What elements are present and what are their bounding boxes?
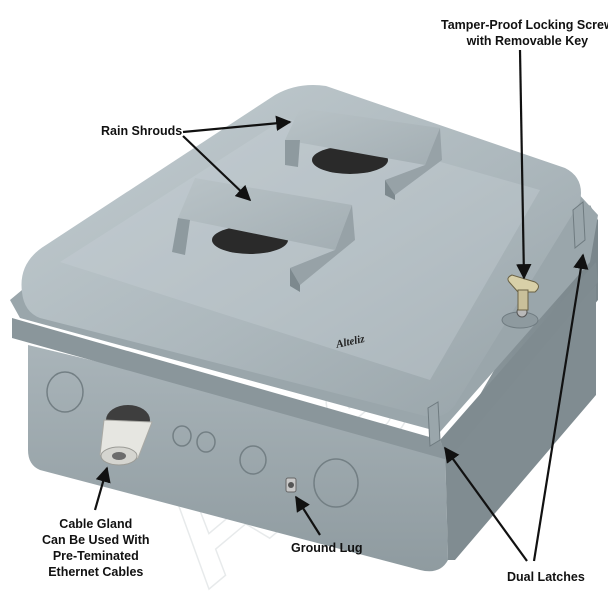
rain-shroud-back [285,108,442,200]
label-rain-shrouds: Rain Shrouds [101,124,183,138]
enclosure-base [28,345,448,572]
rain-shroud-front [172,178,355,292]
arrow-icon [182,135,252,202]
ground-lug [285,477,297,493]
callout-arrows [93,49,589,562]
arrow-icon [93,466,111,511]
key-icon [507,274,539,311]
label-cable-gland: Cable Gland Can Be Used With Pre-Teminat… [42,517,150,579]
label-dual-latches: Dual Latches [507,570,585,584]
cable-gland [99,405,153,466]
label-tamper-proof-screw: Tamper-Proof Locking Screw with Removabl… [441,18,608,48]
label-ground-lug: Ground Lug [291,541,363,555]
enclosure-base-side [445,285,596,560]
arrow-icon [295,495,321,536]
arrow-icon [532,253,589,562]
arrow-icon [444,446,528,562]
arrow-icon [516,49,532,280]
arrow-icon [182,115,292,134]
knockouts [46,371,359,508]
latches [427,201,586,447]
enclosure-lid [21,85,581,417]
